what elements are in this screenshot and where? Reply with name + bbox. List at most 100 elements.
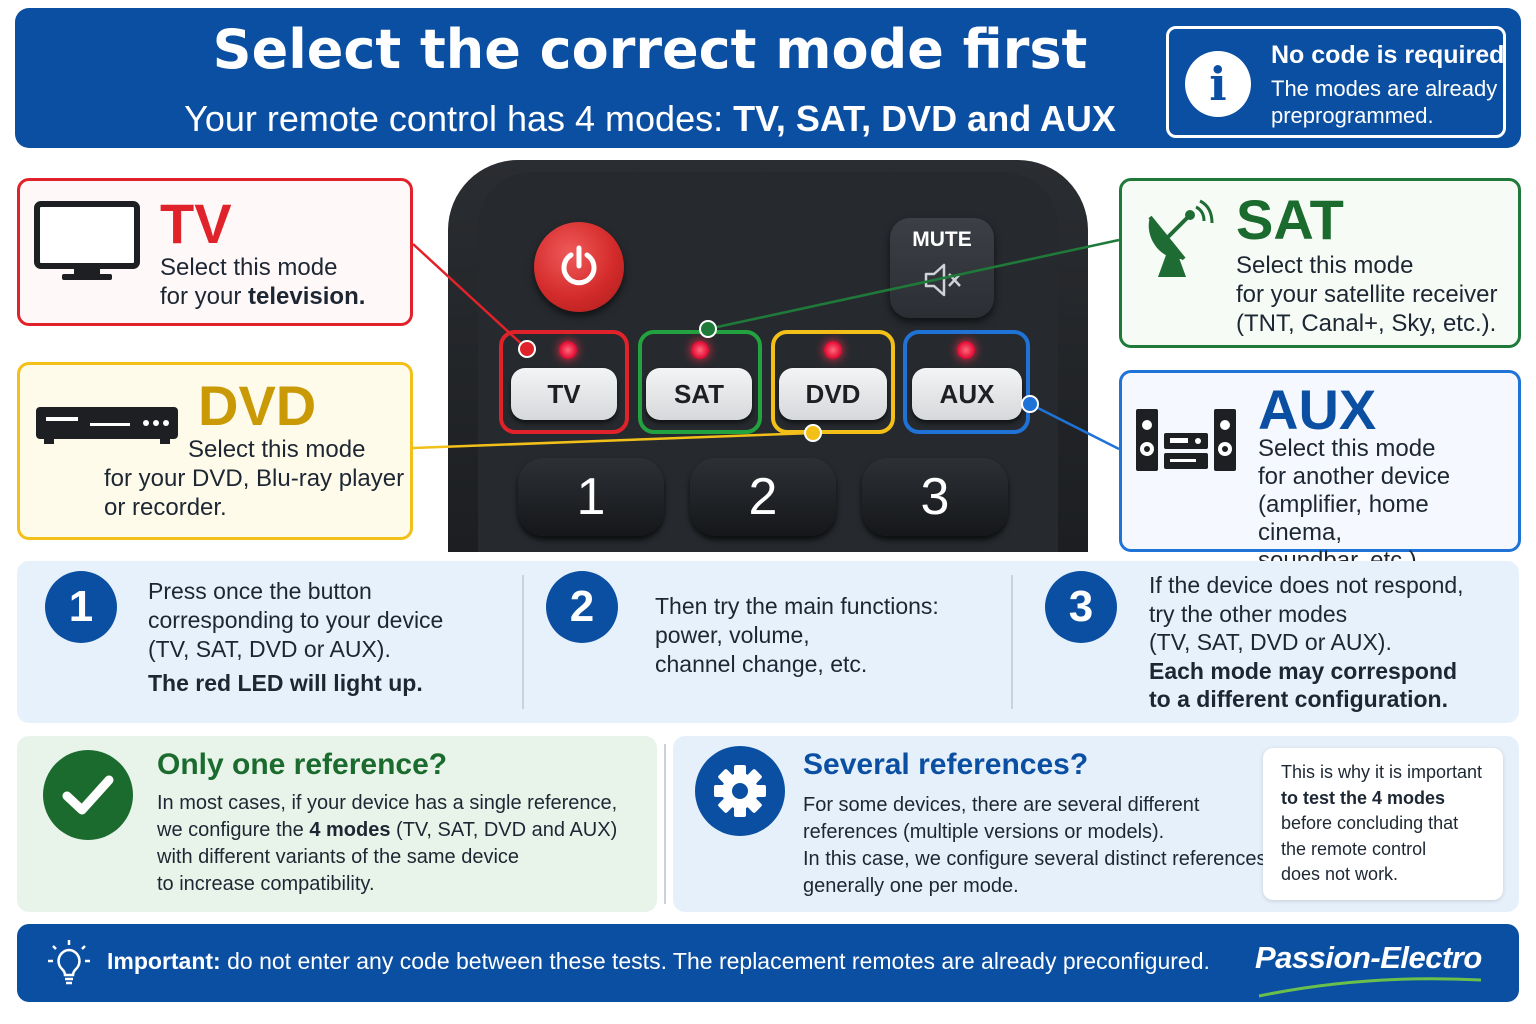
tv-card-line: for your television. (160, 282, 365, 311)
dvd-led (824, 341, 842, 359)
step-bold-line: Each mode may correspond (1149, 657, 1458, 684)
important-text: do not enter any code between these test… (227, 948, 1210, 974)
tv-card-line-bold: television. (248, 283, 366, 310)
ref-line-bold: 4 modes (309, 819, 391, 841)
tv-card-line-prefix: for your (160, 283, 242, 310)
tv-mode-frame (499, 330, 629, 434)
dvd-card-line: for your DVD, Blu-ray player (104, 465, 405, 492)
aux-led (957, 341, 975, 359)
sat-card-line: for your satellite receiver (1236, 281, 1498, 308)
sat-card-line: Select this mode (1236, 252, 1414, 279)
step-line: corresponding to your device (148, 607, 444, 633)
several-references-text: For some devices, there are several diff… (803, 792, 1272, 900)
aux-mode-card: AUX Select this mode for another device … (1119, 370, 1521, 574)
note-text: This is why it is important to test the … (1281, 760, 1495, 888)
dvd-card-title: DVD (198, 374, 317, 437)
step-number-3: 3 (1045, 571, 1117, 643)
important-note: Important: do not enter any code between… (107, 948, 1210, 975)
tv-icon (34, 201, 140, 280)
several-references-panel: Several references? For some devices, th… (673, 736, 1519, 912)
step-line: If the device does not respond, (1149, 572, 1464, 598)
step-3-text: If the device does not respond, try the … (1149, 571, 1464, 714)
number-button-3[interactable]: 3 (862, 458, 1008, 536)
tv-card-line: Select this mode (160, 254, 338, 281)
tv-mode-button[interactable]: TV (511, 368, 617, 420)
header-banner: Select the correct mode first Your remot… (15, 8, 1521, 148)
ref-line-suffix: (TV, SAT, DVD and AUX) (396, 819, 618, 841)
note-line: the remote control (1281, 838, 1427, 859)
note-line: before concluding that (1281, 813, 1459, 833)
page-title: Select the correct mode first (212, 18, 1088, 81)
subtitle-modes: TV, SAT, DVD and AUX (733, 98, 1116, 139)
aux-mode-frame (903, 330, 1030, 434)
single-reference-text: In most cases, if your device has a sing… (157, 790, 617, 898)
step-line: Then try the main functions: (655, 593, 939, 619)
number-button-2[interactable]: 2 (690, 458, 836, 536)
footer-banner: Important: do not enter any code between… (17, 924, 1519, 1002)
note-bold-line: to test the 4 modes (1281, 787, 1446, 808)
step-number-2: 2 (546, 571, 618, 643)
step-line: (TV, SAT, DVD or AUX). (1149, 629, 1392, 655)
aux-card-line: for another device (1258, 463, 1451, 490)
sat-mode-button[interactable]: SAT (646, 368, 752, 420)
ref-line: In this case, we configure several disti… (803, 848, 1273, 870)
single-reference-title: Only one reference? (157, 748, 448, 781)
ref-line: For some devices, there are several diff… (803, 794, 1200, 816)
aux-card-title: AUX (1258, 378, 1377, 441)
satellite-dish-icon (1148, 199, 1214, 277)
note-line: does not work. (1281, 864, 1399, 884)
ref-line: In most cases, if your device has a sing… (157, 792, 618, 814)
info-title: No code is required (1271, 41, 1505, 69)
aux-card-text: Select this mode for another device (amp… (1258, 435, 1518, 575)
step-2-text: Then try the main functions: power, volu… (655, 592, 939, 679)
aux-mode-button[interactable]: AUX (912, 368, 1022, 420)
step-1-text: Press once the button corresponding to y… (148, 577, 443, 698)
note-line: This is why it is important (1281, 762, 1483, 782)
step-line: channel change, etc. (655, 651, 868, 677)
step-divider (1011, 575, 1013, 709)
sat-card-line: (TNT, Canal+, Sky, etc.). (1236, 310, 1497, 337)
important-label: Important: (107, 948, 221, 974)
subtitle-prefix: Your remote control has 4 modes: (184, 98, 724, 139)
several-references-title: Several references? (803, 748, 1089, 781)
sat-card-text: Select this mode for your satellite rece… (1236, 251, 1497, 338)
dvd-mode-button[interactable]: DVD (779, 368, 887, 420)
power-button[interactable] (534, 222, 624, 312)
tv-card-text: Select this mode for your television. (160, 253, 365, 311)
dvd-player-icon (36, 407, 178, 444)
tv-led (559, 341, 577, 359)
mute-label: MUTE (912, 228, 972, 251)
test-all-modes-note: This is why it is important to test the … (1263, 748, 1503, 900)
ref-line-prefix: we configure the (157, 819, 304, 841)
number-button-1[interactable]: 1 (518, 458, 664, 536)
reference-divider (664, 744, 666, 904)
page-subtitle: Your remote control has 4 modes: TV, SAT… (15, 98, 1285, 140)
step-line: Press once the button (148, 578, 372, 604)
sat-card-title: SAT (1236, 188, 1344, 251)
ref-line: generally one per mode. (803, 875, 1019, 897)
brand-logo: Passion-Electro (1255, 940, 1482, 975)
info-text: The modes are already preprogrammed. (1271, 76, 1498, 128)
ref-line: references (multiple versions or models)… (803, 821, 1165, 843)
aux-card-line: (amplifier, home cinema, (1258, 491, 1429, 546)
dvd-mode-card: DVD Select this mode for your DVD, Blu-r… (17, 362, 413, 540)
dvd-card-line: Select this mode (188, 436, 366, 463)
power-icon (561, 245, 597, 286)
step-line: try the other modes (1149, 600, 1348, 627)
check-icon (43, 750, 133, 840)
ref-line: with different variants of the same devi… (157, 846, 520, 868)
step-line: power, volume, (655, 622, 810, 648)
aux-card-line: Select this mode (1258, 435, 1436, 462)
sat-mode-card: SAT Select this mode for your satellite … (1119, 178, 1521, 348)
info-icon: i (1185, 51, 1251, 117)
step-number-1: 1 (45, 571, 117, 643)
tv-card-title: TV (160, 192, 232, 255)
step-bold-line: The red LED will light up. (148, 670, 423, 696)
step-line: (TV, SAT, DVD or AUX). (148, 636, 391, 662)
lightbulb-icon (48, 940, 90, 985)
brand-swoosh (1258, 977, 1482, 998)
sat-led (691, 341, 709, 359)
mute-button[interactable]: MUTE (890, 218, 994, 318)
info-box: i No code is required The modes are alre… (1166, 26, 1506, 138)
